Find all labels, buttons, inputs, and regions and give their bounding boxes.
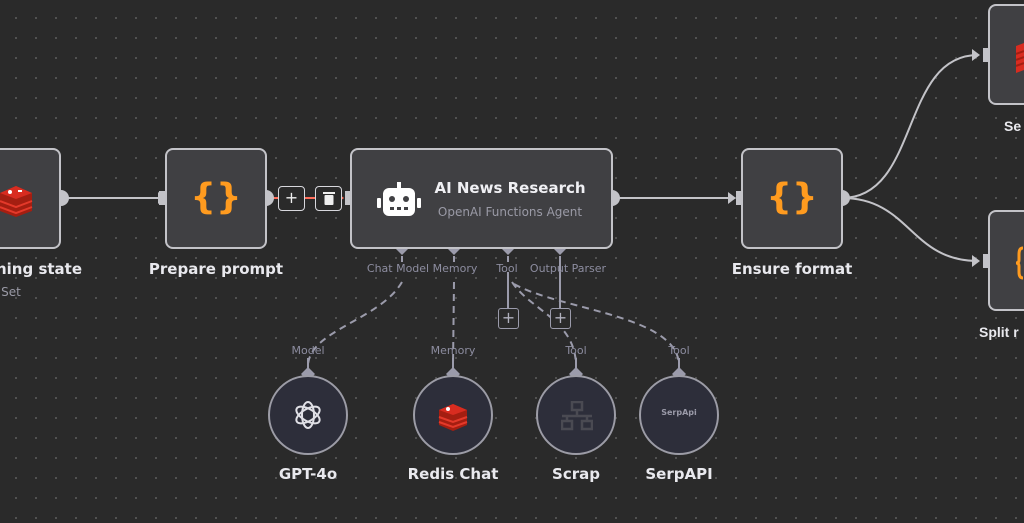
- sub-node-gpt-4o-label: GPT-4o: [278, 465, 338, 483]
- network-icon: [561, 401, 593, 431]
- redis-icon: [0, 186, 33, 217]
- input-label-output-parser: Output Parser: [529, 262, 607, 275]
- serpapi-logo: SerpApi: [661, 408, 697, 417]
- sub-node-serpapi-label: SerpAPI: [645, 465, 713, 483]
- node-running-state[interactable]: [0, 148, 61, 249]
- connection-ensure-to-bottom: [841, 197, 979, 262]
- sub-node-type-model: Model: [291, 344, 325, 357]
- sub-node-type-tool-serpapi: Tool: [668, 344, 690, 357]
- node-running-state-subtitle: Set: [1, 285, 21, 299]
- sub-node-gpt-4o[interactable]: [268, 375, 348, 455]
- connection-memory: [452, 281, 455, 366]
- redis-icon: [1016, 43, 1024, 73]
- agent-title: AI News Research: [434, 179, 586, 197]
- robot-icon: [377, 182, 421, 216]
- node-right-top-label: Se: [1004, 118, 1022, 134]
- node-right-bottom-label: Split r: [979, 324, 1019, 340]
- openai-icon: [295, 401, 321, 429]
- node-prepare-prompt[interactable]: {}: [165, 148, 267, 249]
- redis-icon: [438, 404, 468, 431]
- node-ensure-format-label: Ensure format: [731, 260, 853, 278]
- node-running-state-label: ning state: [0, 260, 83, 278]
- agent-subtitle: OpenAI Functions Agent: [437, 205, 583, 219]
- node-ai-news-research[interactable]: AI News Research OpenAI Functions Agent: [350, 148, 613, 249]
- input-label-tool: Tool: [496, 262, 518, 275]
- braces-icon: {}: [766, 175, 818, 217]
- connection-model: [307, 281, 403, 366]
- braces-icon: [1016, 246, 1024, 280]
- add-tool-button[interactable]: +: [498, 308, 519, 329]
- node-right-top[interactable]: [988, 4, 1024, 105]
- sub-node-type-tool-scrap: Tool: [565, 344, 587, 357]
- node-right-bottom[interactable]: [988, 210, 1024, 311]
- trash-icon: [322, 192, 335, 205]
- add-output-parser-button[interactable]: +: [550, 308, 571, 329]
- sub-node-redis-chat-label: Redis Chat: [407, 465, 499, 483]
- connection-tool-serpapi: [513, 283, 680, 366]
- node-ensure-format[interactable]: {}: [741, 148, 843, 249]
- sub-node-scrap-label: Scrap: [552, 465, 600, 483]
- node-prepare-prompt-label: Prepare prompt: [148, 260, 284, 278]
- braces-icon: {}: [190, 175, 242, 217]
- input-label-chat-model: Chat Model: [366, 262, 430, 275]
- add-node-button[interactable]: +: [278, 186, 305, 211]
- sub-node-scrap[interactable]: [536, 375, 616, 455]
- connection-ensure-to-top: [841, 54, 979, 199]
- sub-node-redis-chat[interactable]: [413, 375, 493, 455]
- sub-node-serpapi[interactable]: SerpApi: [639, 375, 719, 455]
- delete-connection-button[interactable]: [315, 186, 342, 211]
- sub-node-type-memory: Memory: [430, 344, 476, 357]
- input-label-memory: Memory: [432, 262, 478, 275]
